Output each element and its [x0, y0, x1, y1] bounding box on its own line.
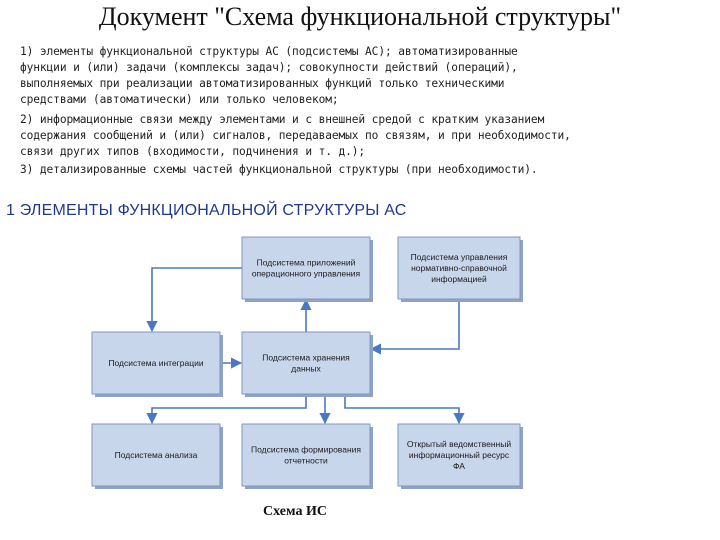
node-box: [91, 423, 221, 487]
arrow-storage-to-analysis: [146, 394, 307, 425]
node-label-line: Подсистема управления: [411, 252, 508, 262]
node-box: [241, 423, 371, 487]
section-heading: 1 ЭЛЕМЕНТЫ ФУНКЦИОНАЛЬНОЙ СТРУКТУРЫ АС: [6, 202, 407, 219]
node-label-line: Подсистема приложений: [257, 258, 356, 268]
node-label-line: нормативно-справочной: [411, 263, 507, 273]
node-label-line: ФА: [453, 461, 465, 471]
arrow-nsi-to-storage: [369, 299, 460, 355]
node-box: [241, 331, 371, 395]
node-box: [241, 236, 371, 300]
node-box: [397, 423, 521, 487]
figure-caption: Схема ИС: [263, 504, 327, 519]
node-label-line: информацией: [431, 274, 487, 284]
node-box: [91, 331, 221, 395]
paragraph-3: 3) детализированные схемы частей функцио…: [20, 163, 538, 176]
node-label-line: информационный ресурс: [409, 450, 510, 460]
node-label-line: Подсистема анализа: [115, 450, 198, 460]
paragraph-2: 2) информационные связи между элементами…: [20, 113, 571, 158]
node-label-line: Подсистема формирования: [251, 445, 361, 455]
node-label-line: отчетности: [284, 456, 328, 466]
node-integration: Подсистема интеграции: [91, 331, 223, 397]
node-analysis: Подсистема анализа: [91, 423, 223, 489]
node-nsi: Подсистема управлениянормативно-справочн…: [397, 236, 523, 302]
node-label-line: данных: [291, 364, 321, 374]
document-title: Документ "Схема функциональной структуры…: [98, 2, 622, 31]
paragraph-1: 1) элементы функциональной структуры АС …: [20, 45, 518, 106]
node-label-line: операционного управления: [252, 269, 361, 279]
arrow-app-os-to-integration: [146, 267, 242, 333]
node-label-line: Подсистема хранения: [262, 353, 350, 363]
arrow-storage-to-open-resource: [344, 394, 465, 425]
node-label-line: Открытый ведомственный: [407, 439, 511, 449]
node-label-line: Подсистема интеграции: [108, 358, 203, 368]
node-box: [397, 236, 521, 300]
